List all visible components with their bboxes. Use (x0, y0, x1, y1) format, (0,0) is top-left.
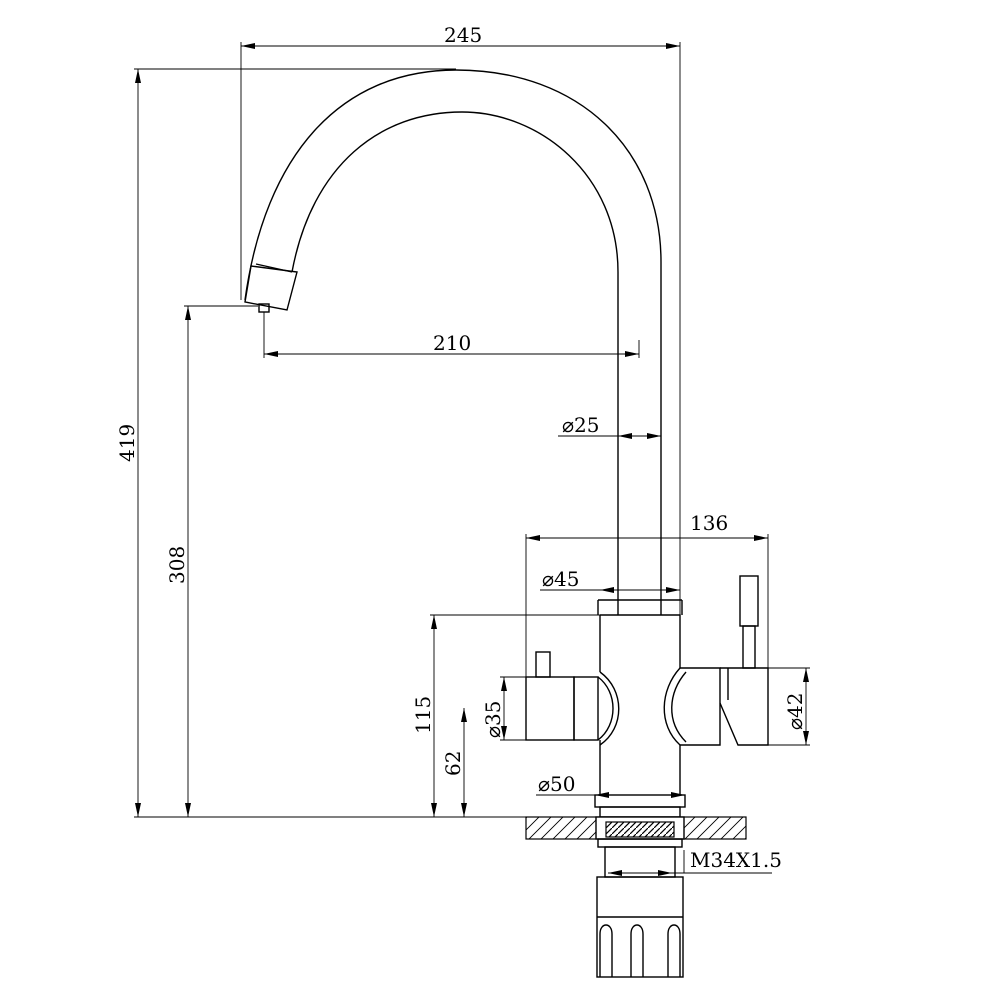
aerator-tip (244, 265, 298, 311)
spout-inner-curve (291, 111, 619, 600)
label-115: 115 (411, 696, 435, 734)
label-62: 62 (441, 751, 465, 776)
label-308: 308 (165, 546, 189, 584)
label-245: 245 (444, 23, 482, 47)
thread-section (605, 821, 675, 838)
label-dia25: ⌀25 (562, 413, 600, 437)
main-body (599, 614, 681, 672)
label-thread: M34X1.5 (690, 848, 782, 872)
mounting-nut (596, 876, 684, 978)
shank (597, 838, 683, 848)
label-dia42: ⌀42 (783, 693, 807, 731)
faucet-body (244, 69, 769, 978)
left-handle (525, 676, 575, 741)
left-lever (535, 651, 551, 678)
label-136: 136 (690, 511, 728, 535)
label-dia35: ⌀35 (481, 701, 505, 739)
label-dia45: ⌀45 (542, 567, 580, 591)
right-handle (680, 667, 721, 746)
label-419: 419 (115, 424, 139, 462)
label-dia50: ⌀50 (538, 772, 576, 796)
right-lever (739, 575, 759, 627)
label-210: 210 (433, 331, 471, 355)
dimension-lines (134, 42, 810, 876)
dimension-labels: 245 210 ⌀25 136 ⌀45 ⌀50 M34X1.5 419 308 … (115, 23, 807, 872)
spout-outer-curve (244, 69, 662, 600)
lower-body (599, 740, 681, 795)
